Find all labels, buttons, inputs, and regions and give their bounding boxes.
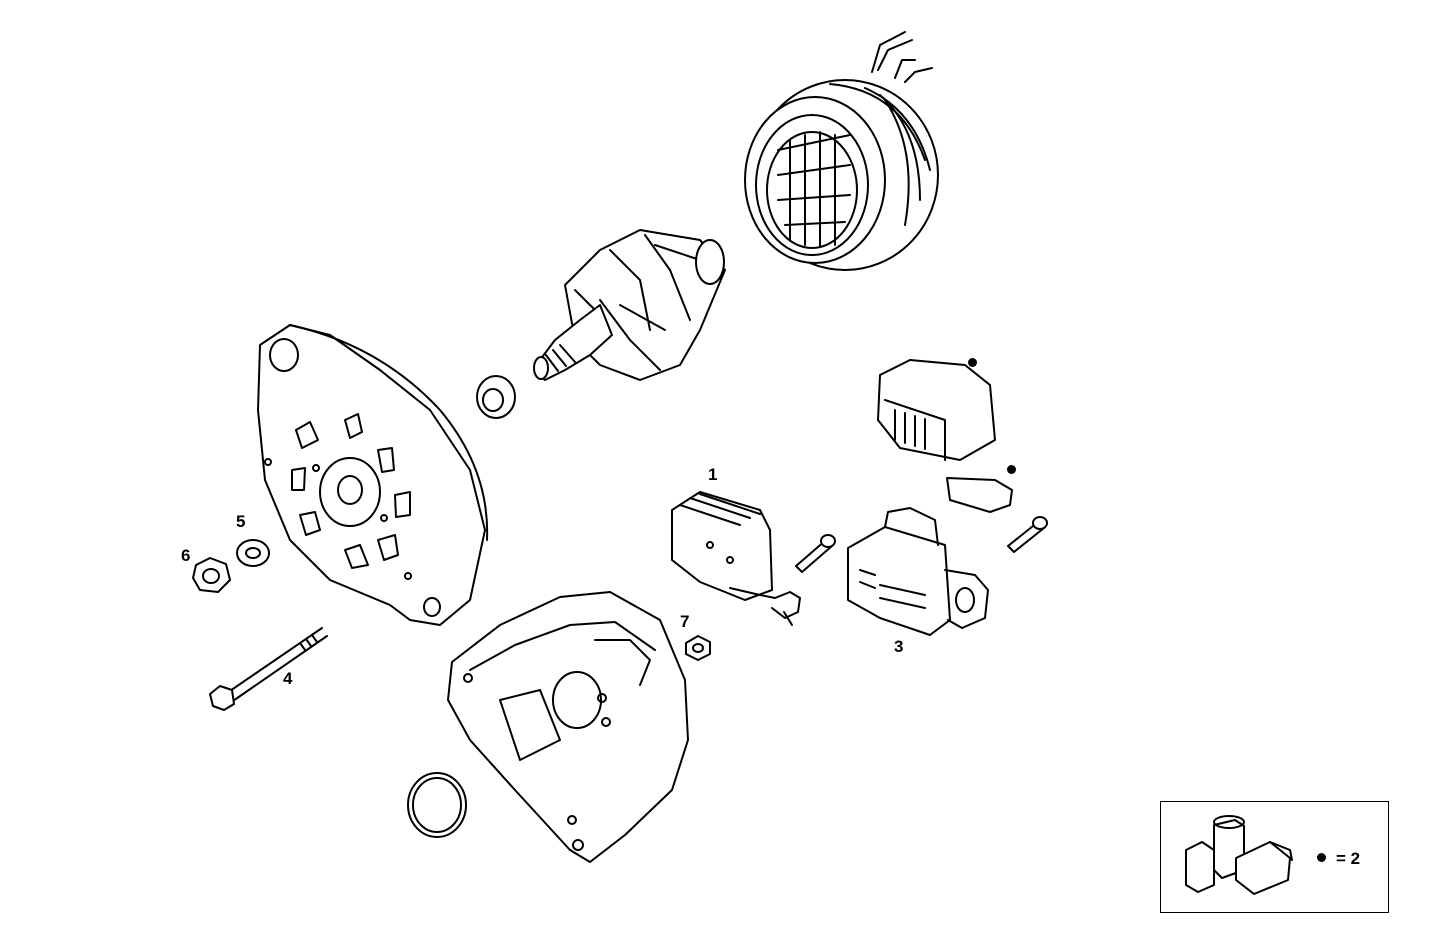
screw-right (1007, 516, 1048, 553)
legend-label: = 2 (1336, 849, 1361, 868)
legend-box (1160, 801, 1389, 913)
washer-5 (236, 539, 270, 567)
nut-7 (685, 635, 711, 661)
marker-dot-upper (968, 358, 977, 367)
drive-end-housing (257, 324, 489, 626)
slip-ring-end-housing (447, 591, 689, 863)
screw-left (795, 534, 836, 573)
regulator-3 (847, 507, 989, 636)
callout-5: 5 (236, 512, 246, 531)
bearing-ring (476, 375, 516, 419)
regulator-brush-holder (877, 359, 1013, 513)
rectifier-1 (671, 491, 801, 626)
marker-dot-lower (1007, 465, 1016, 474)
rotor-assembly (533, 229, 726, 381)
nut-6 (192, 557, 231, 593)
o-ring (407, 772, 467, 838)
bolt-4 (209, 627, 328, 711)
legend-icon-brush-kit (1185, 815, 1293, 895)
stator-assembly (744, 31, 939, 271)
callout-1: 1 (708, 465, 718, 484)
callout-4: 4 (283, 669, 293, 688)
legend-dot-icon (1317, 853, 1326, 862)
callout-3: 3 (894, 637, 904, 656)
callout-6: 6 (181, 546, 191, 565)
callout-7: 7 (680, 612, 690, 631)
